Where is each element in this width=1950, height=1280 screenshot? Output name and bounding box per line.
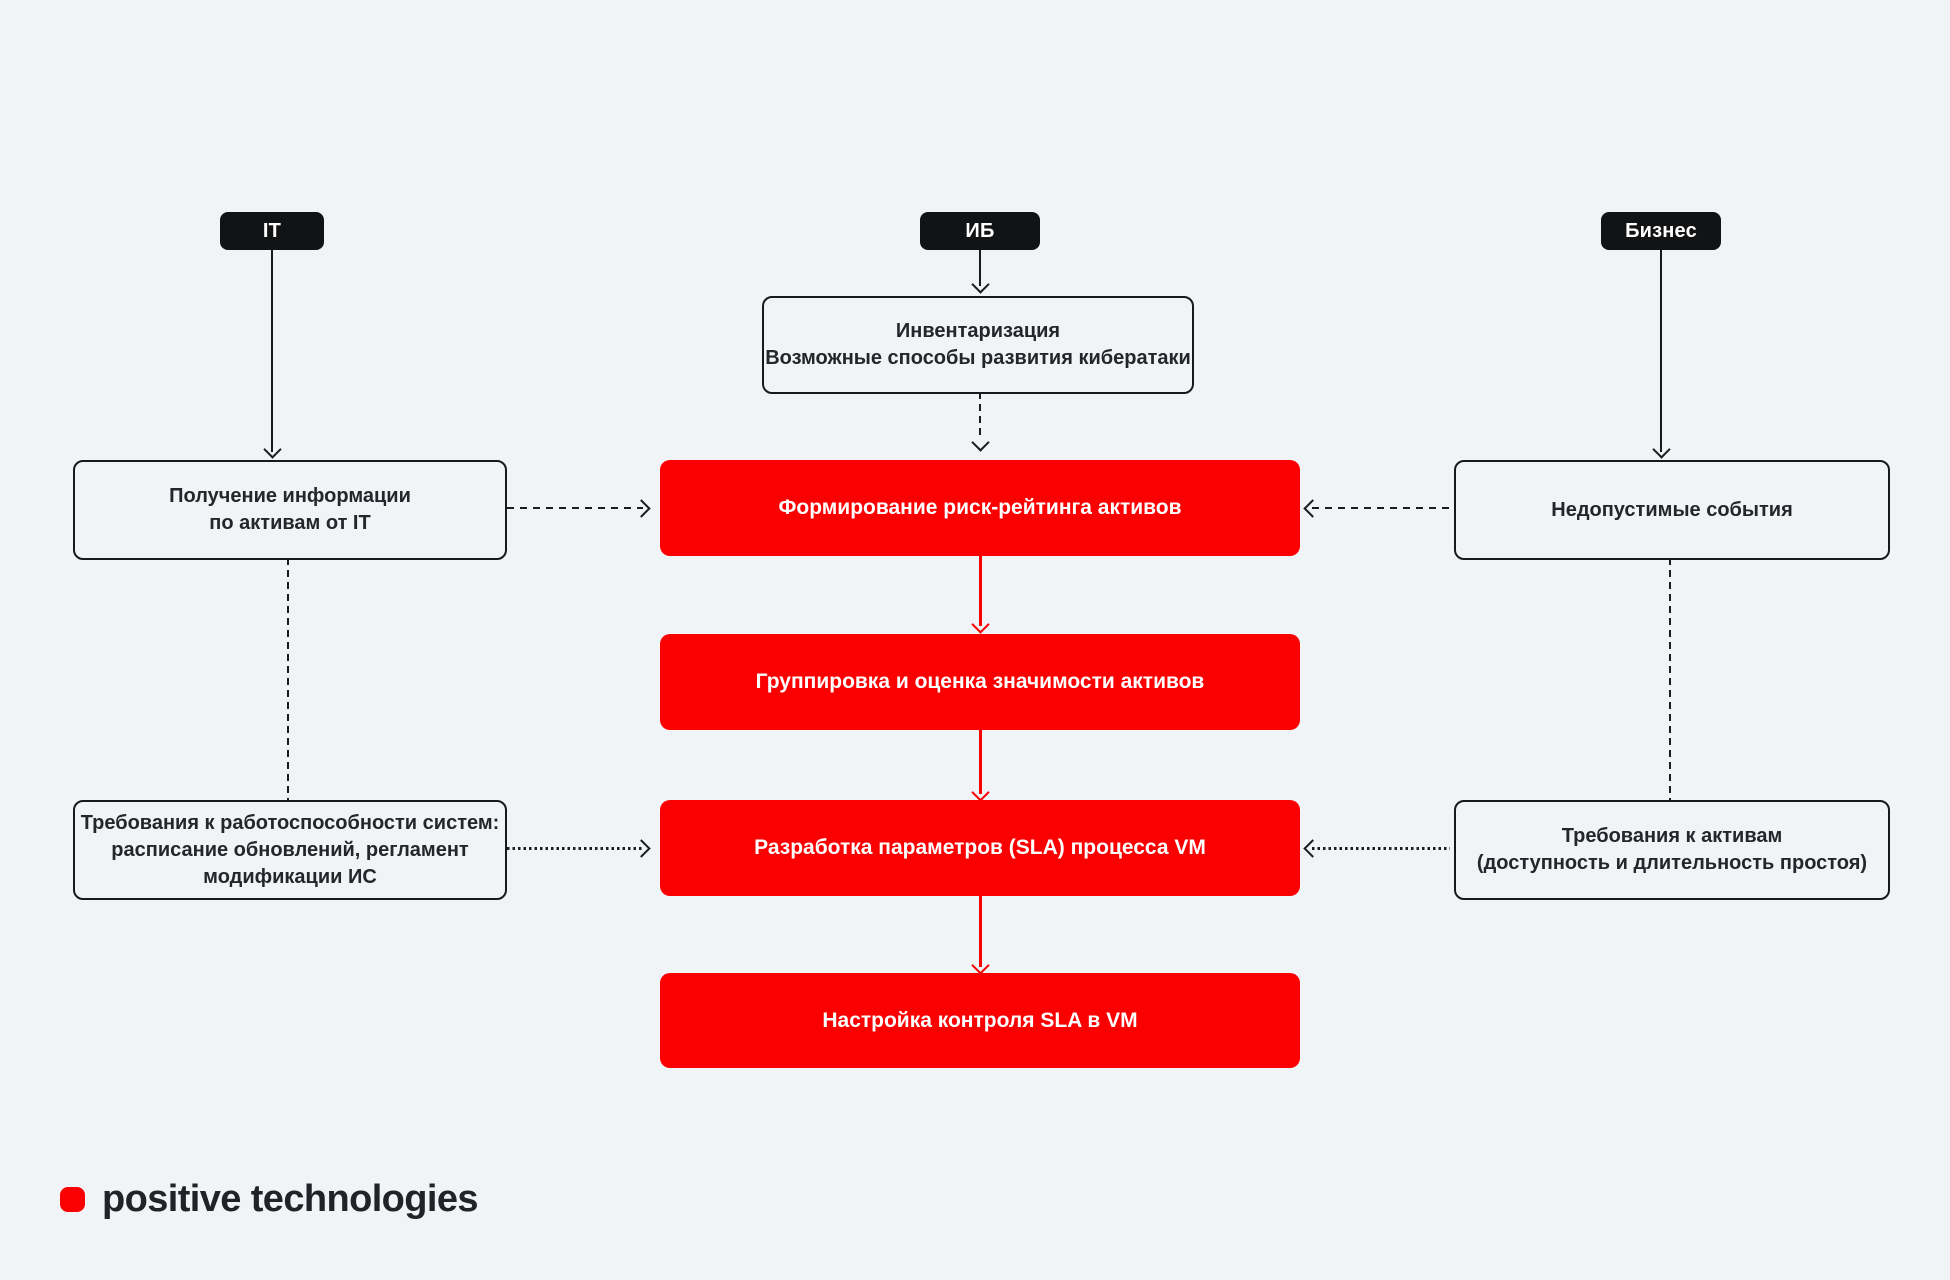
box-business-requirements-line1: Требования к активам [1561, 825, 1783, 847]
arrow-ib-to-inventory-line [979, 250, 981, 286]
arrow-down-icon [971, 275, 990, 294]
box-it-info-line1: Получение информации [169, 485, 411, 507]
box-inventory-line1: Инвентаризация [895, 320, 1061, 342]
box-inventory-line2: Возможные способы развития кибератаки [765, 347, 1191, 369]
box-it-requirements-line1: Требования к работоспособности систем: [80, 811, 500, 834]
box-it-info-line2: по активам от IT [209, 512, 371, 534]
logo-red-square-icon [60, 1187, 85, 1212]
box-sla-control-label: Настройка контроля SLA в VM [822, 1008, 1138, 1032]
arrow-down-icon [971, 783, 990, 802]
arrow-risk-to-grouping-line [979, 556, 982, 626]
arrow-down-icon [971, 615, 990, 634]
box-it-requirements-line3: модификации ИС [203, 865, 377, 888]
box-inventory: Инвентаризация Возможные способы развити… [762, 296, 1194, 394]
box-business-events-line1: Недопустимые события [1551, 498, 1793, 521]
arrow-events-to-risk-line [1312, 507, 1450, 509]
box-risk-rating-label: Формирование риск-рейтинга активов [778, 496, 1182, 519]
box-it-requirements: Требования к работоспособности систем: р… [73, 800, 507, 900]
box-sla-control: Настройка контроля SLA в VM [660, 973, 1300, 1068]
badge-business-label: Бизнес [1625, 219, 1697, 242]
box-grouping: Группировка и оценка значимости активов [660, 634, 1300, 730]
badge-ib-label: ИБ [965, 219, 995, 242]
box-risk-rating: Формирование риск-рейтинга активов [660, 460, 1300, 556]
arrow-right-icon [632, 499, 651, 518]
box-grouping-label: Группировка и оценка значимости активов [755, 670, 1205, 693]
box-business-events: Недопустимые события [1454, 460, 1890, 560]
badge-it: IT [220, 212, 324, 250]
box-it-requirements-line2: расписание обновлений, регламент [111, 838, 469, 861]
arrow-inventory-to-risk-line [979, 392, 981, 440]
arrow-itreq-to-sla-line [507, 847, 643, 850]
arrow-right-icon [632, 839, 651, 858]
box-sla-params-label: Разработка параметров (SLA) процесса VM [754, 836, 1206, 859]
arrow-left-icon [1303, 839, 1322, 858]
arrow-down-icon [263, 440, 282, 459]
positive-technologies-logo: positive technologies [60, 1178, 479, 1221]
arrow-down-icon [971, 433, 990, 452]
arrow-grouping-to-sla-line [979, 730, 982, 794]
arrow-left-icon [1303, 499, 1322, 518]
arrow-it-to-info-line [271, 250, 273, 452]
arrow-down-icon [971, 956, 990, 975]
arrow-sla-to-control-line [979, 896, 982, 967]
badge-business: Бизнес [1601, 212, 1721, 250]
box-business-requirements: Требования к активам (доступность и длит… [1454, 800, 1890, 900]
badge-ib: ИБ [920, 212, 1040, 250]
connector-business-column-line [1669, 558, 1671, 800]
box-it-info: Получение информации по активам от IT [73, 460, 507, 560]
arrow-bizreq-to-sla-line [1312, 847, 1450, 850]
box-business-requirements-line2: (доступность и длительность простоя) [1476, 852, 1868, 874]
box-sla-params: Разработка параметров (SLA) процесса VM [660, 800, 1300, 896]
arrow-down-icon [1652, 440, 1671, 459]
connector-it-column-line [287, 558, 289, 800]
arrow-business-to-events-line [1660, 250, 1662, 452]
arrow-info-to-risk-line [507, 507, 643, 509]
logo-text: positive technologies [102, 1178, 479, 1220]
badge-it-label: IT [262, 219, 282, 242]
